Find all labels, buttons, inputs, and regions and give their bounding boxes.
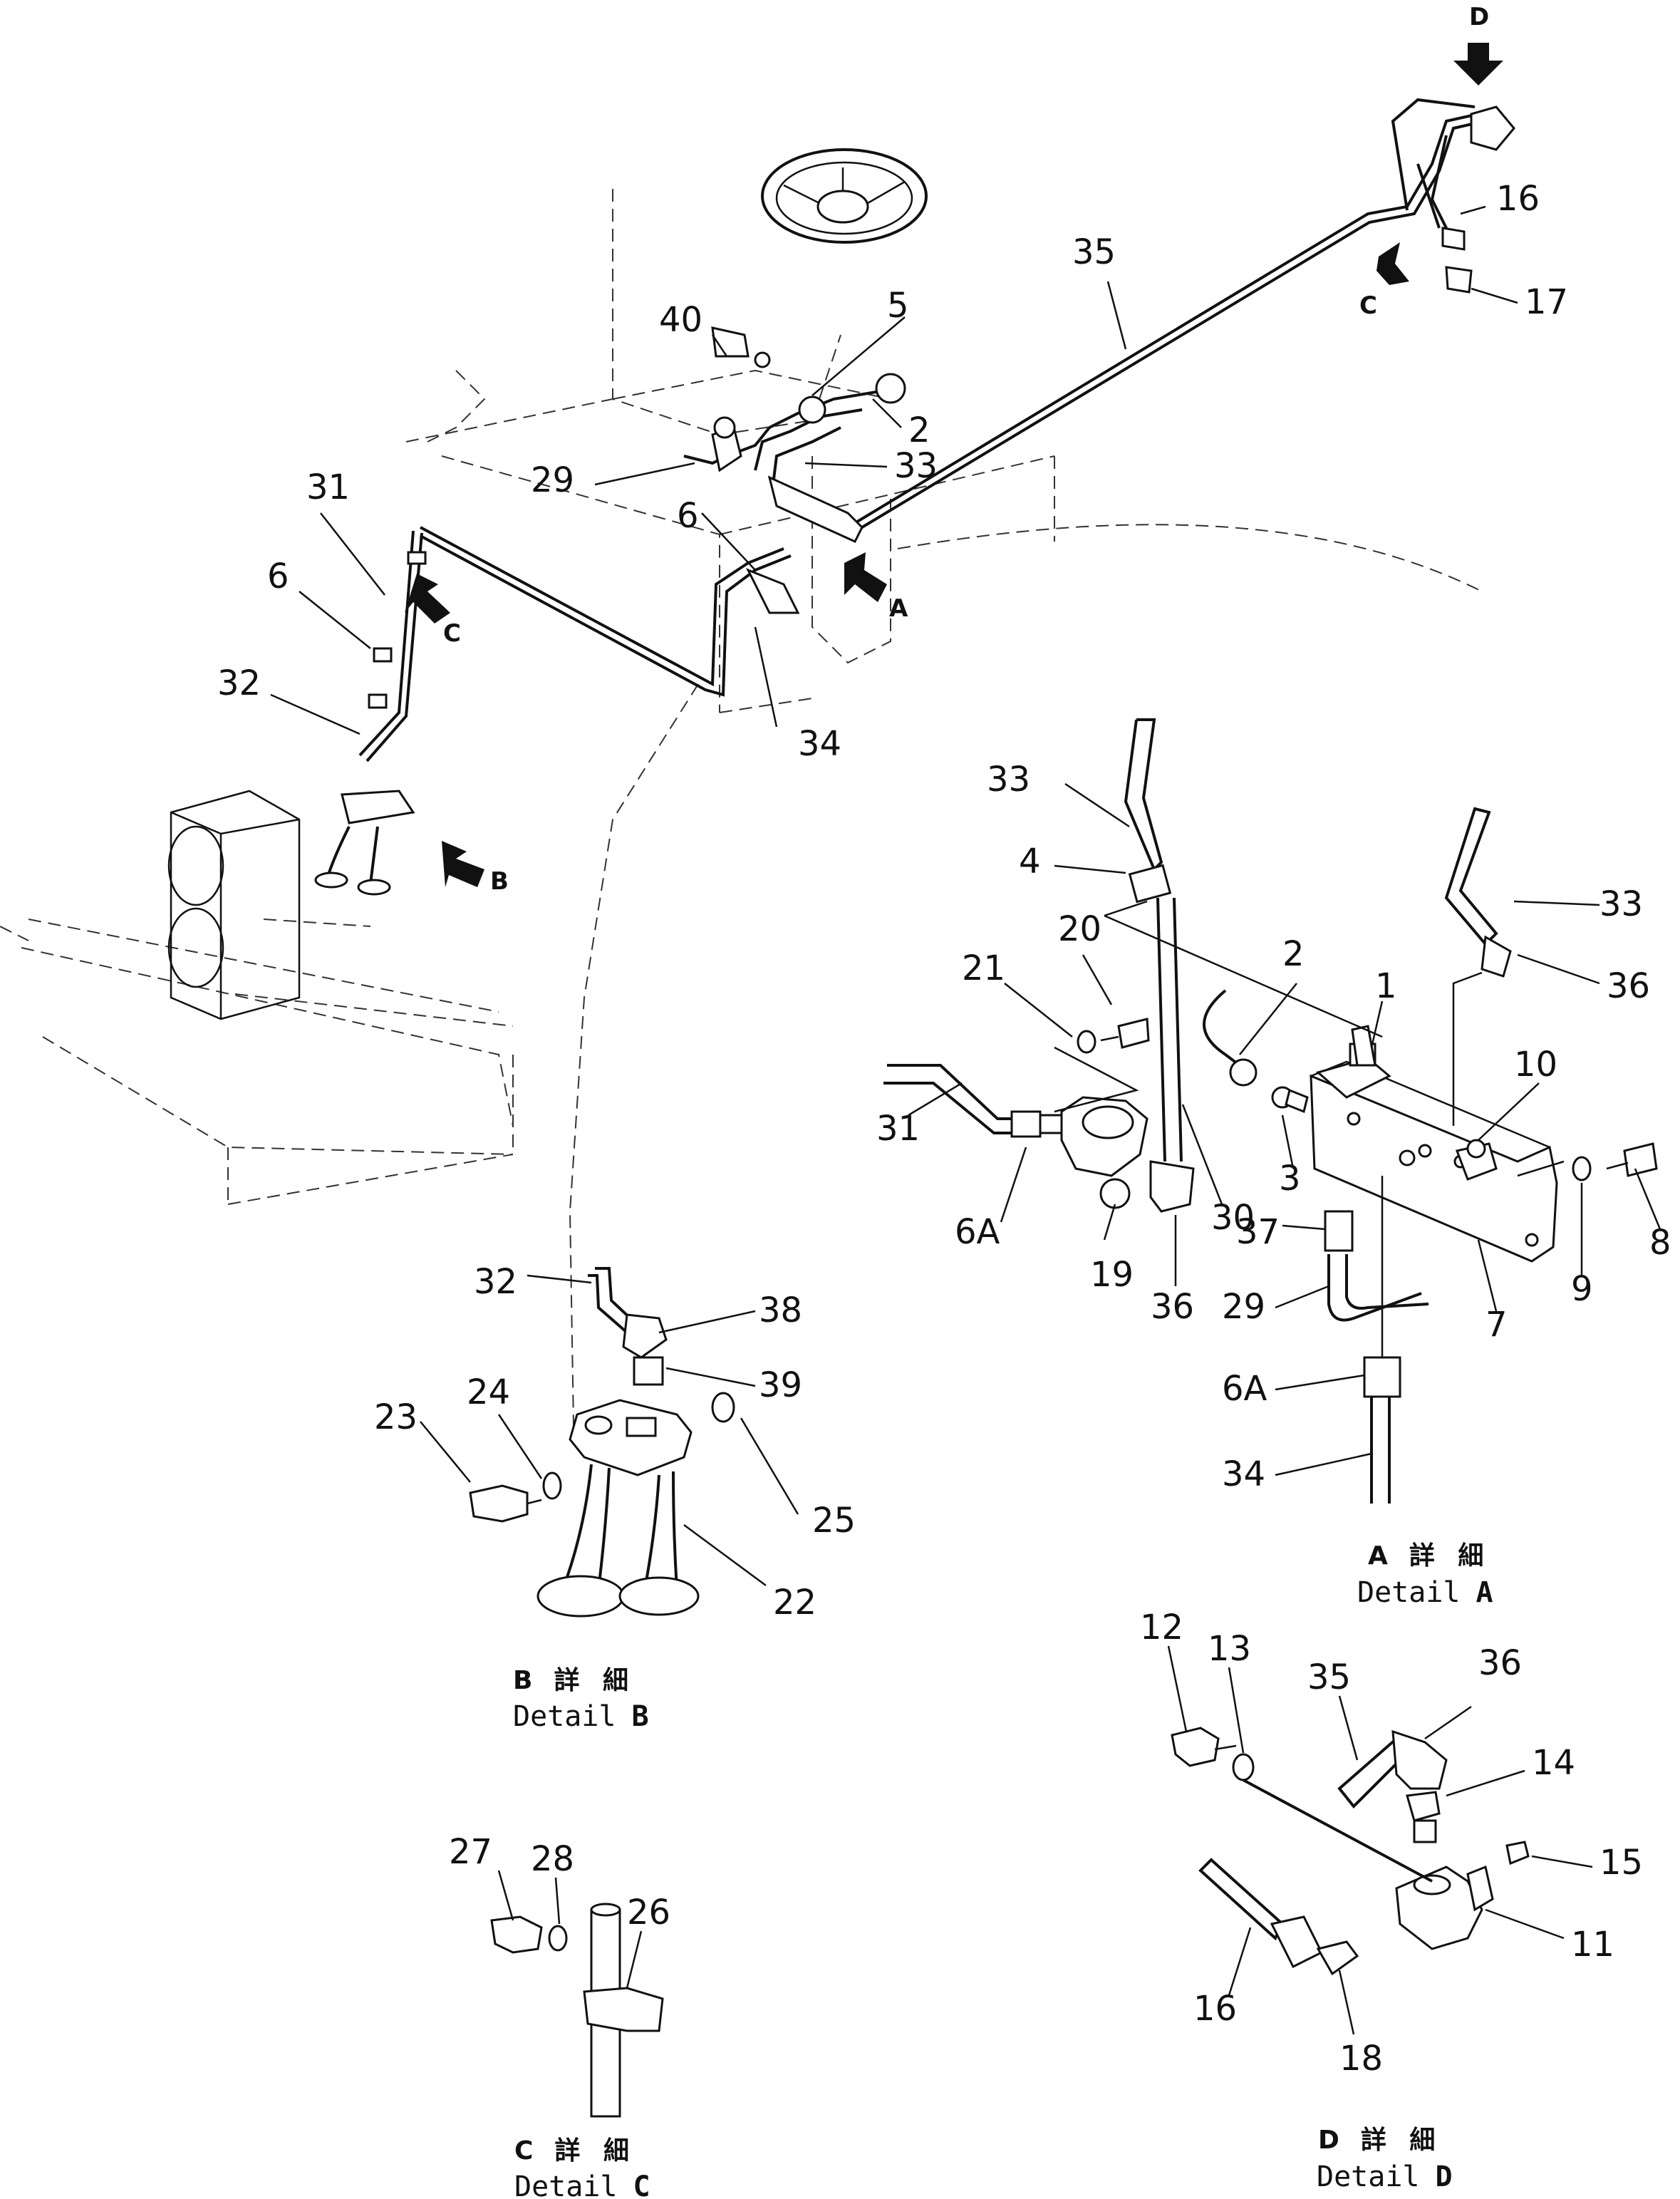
callout-D-12: 12: [1140, 1608, 1183, 1647]
callout-A-29: 29: [1222, 1287, 1265, 1327]
callout-B-23: 23: [374, 1397, 418, 1437]
callout-40: 40: [659, 300, 702, 340]
detail-D: [1167, 1645, 1593, 2035]
callout-A-21: 21: [962, 948, 1005, 988]
callout-D-15: 15: [1599, 1843, 1643, 1883]
callout-5: 5: [887, 286, 909, 326]
callout-A-1: 1: [1375, 966, 1397, 1006]
svg-text:C詳 細: C詳 細: [514, 2136, 636, 2166]
callout-C-28: 28: [531, 1839, 574, 1879]
callout-A-36: 36: [1607, 966, 1650, 1006]
svg-text:D詳 細: D詳 細: [1318, 2126, 1442, 2155]
callout-6-left: 6: [267, 557, 289, 596]
callout-B-38: 38: [759, 1290, 802, 1330]
callout-B-25: 25: [812, 1501, 856, 1541]
callout-A-3: 3: [1279, 1159, 1301, 1199]
leader-lines-main: [270, 205, 1518, 735]
callout-A-19: 19: [1090, 1255, 1134, 1295]
pipe-routing: [314, 98, 1515, 896]
callout-31: 31: [306, 467, 350, 507]
callout-D-11: 11: [1571, 1925, 1614, 1965]
callout-A-33b: 33: [1599, 884, 1643, 924]
svg-text:B: B: [490, 867, 509, 896]
callout-A-7: 7: [1485, 1305, 1508, 1345]
svg-text:D: D: [1469, 3, 1489, 31]
callout-D-13: 13: [1208, 1629, 1251, 1669]
callout-B-32: 32: [474, 1262, 517, 1302]
callout-A-31: 31: [876, 1109, 920, 1149]
callout-A-4: 4: [1019, 842, 1041, 881]
callout-D-16: 16: [1193, 1989, 1237, 2029]
callout-B-39: 39: [759, 1365, 802, 1405]
detail-A: [883, 718, 1661, 1504]
callout-33: 33: [894, 446, 938, 486]
callout-A-36b: 36: [1151, 1287, 1194, 1327]
detail-B: [420, 1267, 799, 1618]
svg-text:B詳 細: B詳 細: [513, 1666, 636, 1695]
callout-C-27: 27: [449, 1832, 492, 1872]
callout-B-22: 22: [773, 1583, 816, 1623]
callout-A-6A-lower: 6A: [1222, 1369, 1267, 1409]
svg-text:A詳 細: A詳 細: [1368, 1541, 1490, 1571]
callout-16: 16: [1496, 179, 1540, 219]
callout-32: 32: [217, 663, 261, 703]
callout-2: 2: [908, 410, 930, 450]
machine-outline: [0, 189, 1483, 1426]
callout-35: 35: [1072, 232, 1116, 272]
view-arrow-B: B: [442, 841, 509, 896]
callout-D-18: 18: [1339, 2039, 1383, 2079]
callout-A-33: 33: [987, 760, 1030, 800]
view-arrow-C-left: C: [405, 574, 461, 648]
callout-A-34: 34: [1222, 1454, 1265, 1494]
svg-text:A: A: [889, 594, 908, 623]
callout-A-8: 8: [1649, 1223, 1671, 1263]
view-arrow-A: A: [844, 552, 908, 623]
callout-A-9: 9: [1571, 1269, 1593, 1309]
callout-34: 34: [798, 724, 841, 764]
callout-A-37: 37: [1236, 1212, 1280, 1252]
callout-29: 29: [531, 460, 574, 500]
callout-17: 17: [1525, 282, 1568, 322]
callout-A-20: 20: [1058, 909, 1101, 949]
callout-A-10: 10: [1514, 1045, 1557, 1085]
callout-B-24: 24: [467, 1372, 510, 1412]
view-arrow-D: D: [1453, 3, 1503, 86]
callout-A-6A: 6A: [955, 1212, 1000, 1252]
callout-D-14: 14: [1532, 1743, 1575, 1783]
callout-A-30: 30: [1211, 1198, 1255, 1238]
callout-C-26: 26: [627, 1893, 670, 1932]
callout-6: 6: [677, 496, 699, 536]
callout-numbers: 40 5 2 29 33 6 31 6 32 34 35 16 17 33 33…: [217, 179, 1671, 2079]
callout-D-36: 36: [1478, 1643, 1522, 1683]
view-arrow-C-top: C: [1359, 242, 1409, 320]
steering-wheel: [761, 148, 928, 244]
detail-C: [490, 1870, 664, 2118]
callout-A-2: 2: [1282, 934, 1305, 974]
callout-D-35: 35: [1307, 1657, 1351, 1697]
svg-text:C: C: [1359, 291, 1377, 320]
svg-text:C: C: [443, 619, 461, 648]
